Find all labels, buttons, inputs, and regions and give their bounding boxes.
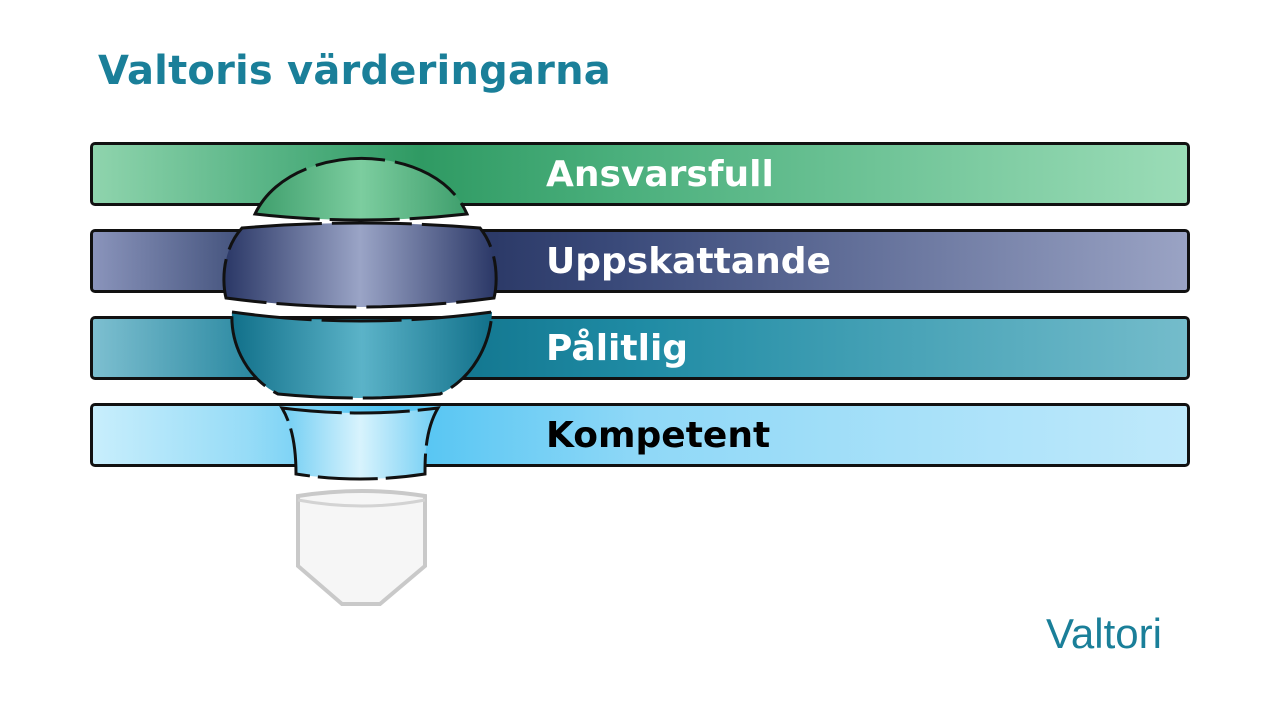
valtori-logo: Valtori [1046, 610, 1162, 658]
value-label-palitlig: Pålitlig [546, 331, 688, 367]
value-label-uppskattande: Uppskattande [546, 244, 831, 280]
bulb-middle-segment [224, 223, 496, 307]
bulb-top-segment [255, 159, 467, 221]
bulb-neck-segment [282, 408, 438, 479]
value-label-ansvarsfull: Ansvarsfull [546, 157, 774, 193]
bulb-socket [298, 491, 425, 604]
bulb-lower-segment [232, 312, 492, 398]
value-label-kompetent: Kompetent [546, 418, 770, 454]
